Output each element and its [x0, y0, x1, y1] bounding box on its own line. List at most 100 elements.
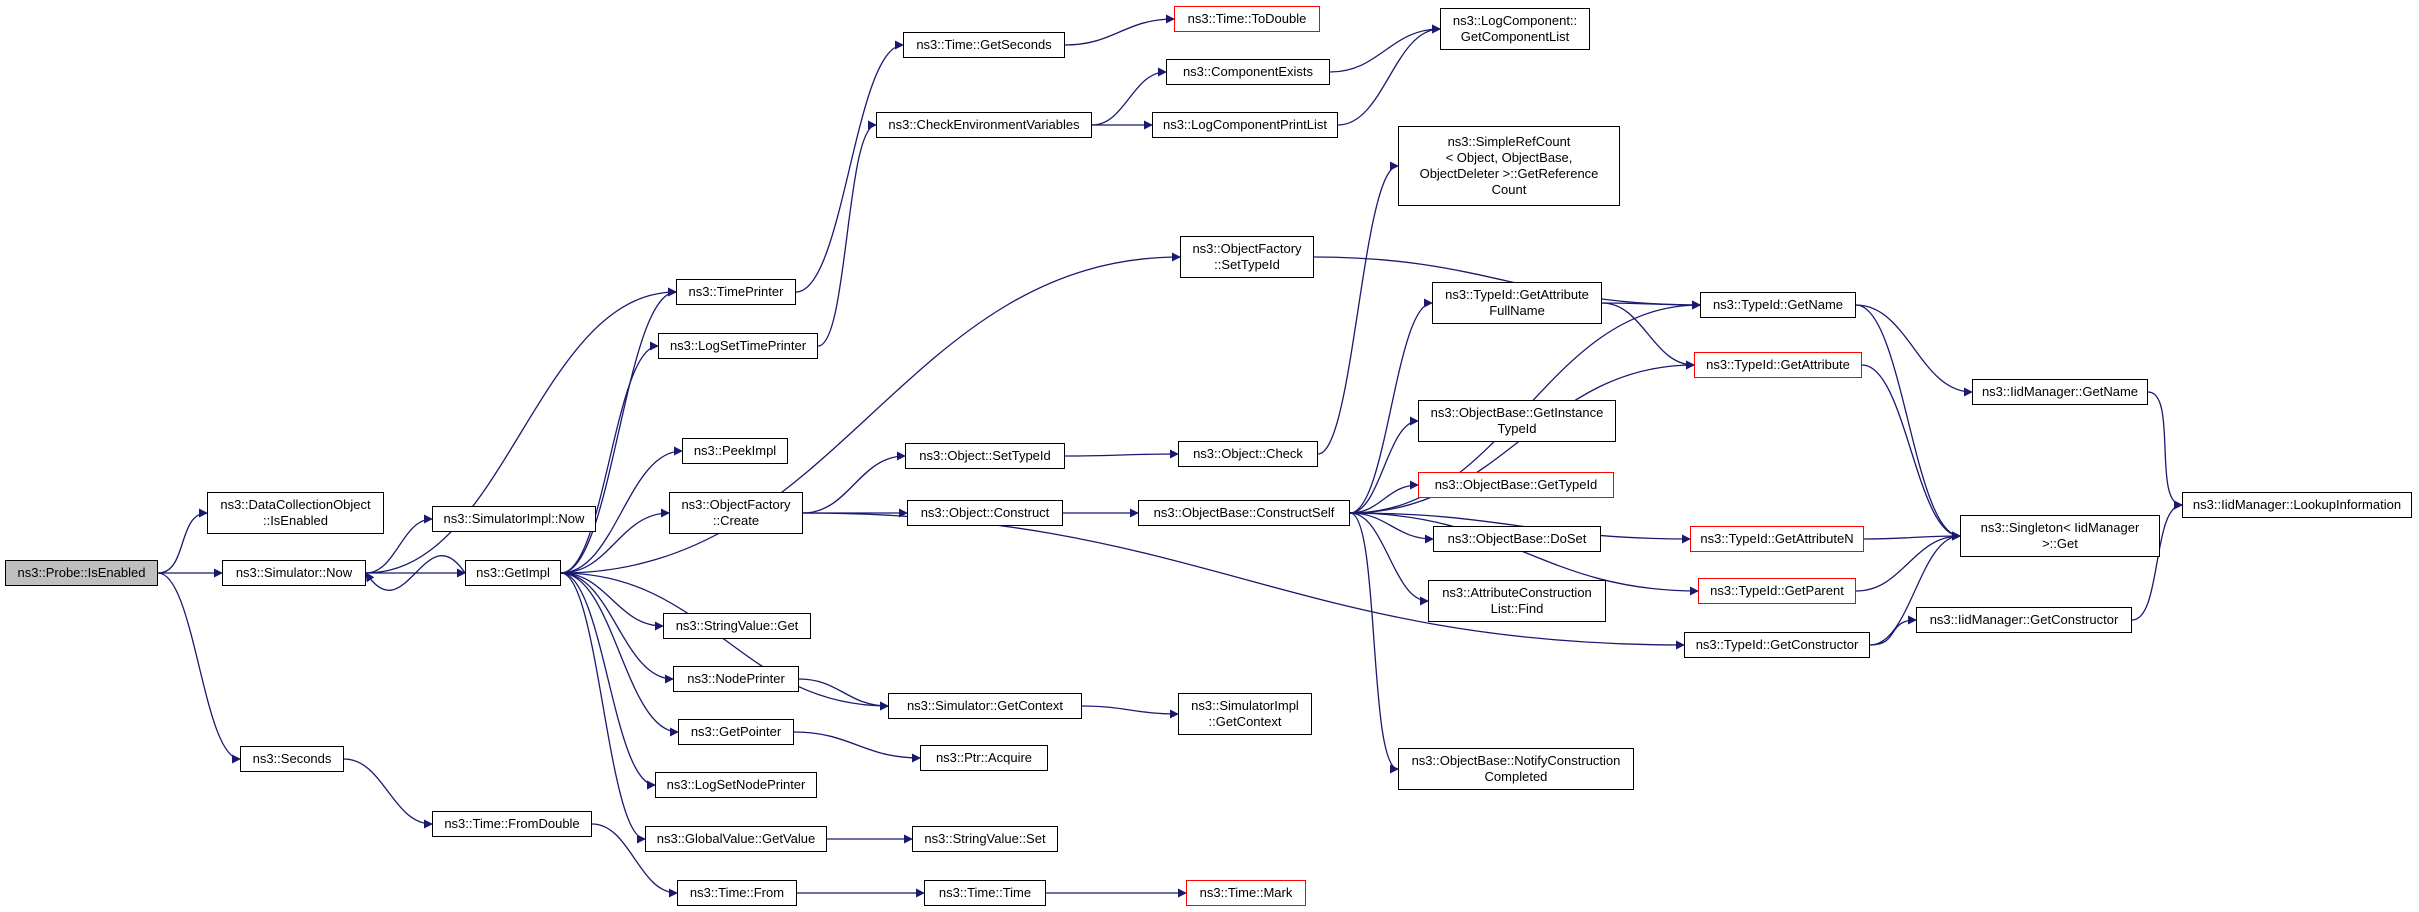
- edge-sim_now-to-timeprinter: [365, 287, 677, 574]
- node-seconds[interactable]: ns3::Seconds: [240, 746, 344, 772]
- edge-sim_getcontext-to-simimpl_getcontext: [1081, 705, 1179, 719]
- edge-ob_constructself-to-ob_notify: [1349, 512, 1399, 774]
- edge-getimpl-to-getpointer: [560, 572, 679, 737]
- edge-componentexists-to-lc_getlist: [1329, 24, 1441, 73]
- edge-of_create-to-obj_settypeid: [802, 451, 906, 514]
- node-getpointer[interactable]: ns3::GetPointer: [678, 719, 794, 745]
- edge-ob_constructself-to-ob_gettypeid: [1349, 480, 1419, 514]
- node-objectbase-constructself[interactable]: ns3::ObjectBase::ConstructSelf: [1138, 500, 1350, 526]
- node-logsettimeprinter[interactable]: ns3::LogSetTimePrinter: [658, 333, 818, 359]
- edge-getimpl-to-nodeprinter: [560, 572, 674, 684]
- node-iidmanager-getconstructor[interactable]: ns3::IidManager::GetConstructor: [1916, 607, 2132, 633]
- node-time-todouble[interactable]: ns3::Time::ToDouble: [1174, 6, 1320, 32]
- edge-iidm_getconstructor-to-iidm_lookup: [2131, 500, 2183, 621]
- node-typeid-getattribute[interactable]: ns3::TypeId::GetAttribute: [1694, 352, 1862, 378]
- node-simplerefcount-getreferencecount[interactable]: ns3::SimpleRefCount < Object, ObjectBase…: [1398, 126, 1620, 206]
- node-attributeconstructionlist-find[interactable]: ns3::AttributeConstruction List::Find: [1428, 580, 1606, 622]
- node-objectbase-notifyconstructioncompleted[interactable]: ns3::ObjectBase::NotifyConstruction Comp…: [1398, 748, 1634, 790]
- edge-checkenv-to-componentexists: [1091, 67, 1167, 126]
- edge-tid_getname-to-singleton_get: [1855, 304, 1961, 541]
- edge-sim_now-to-simimpl_now: [365, 514, 433, 574]
- edge-getimpl-to-gv_getvalue: [560, 572, 646, 844]
- node-objectfactory-create[interactable]: ns3::ObjectFactory ::Create: [669, 492, 803, 534]
- edge-getpointer-to-ptr_acquire: [793, 731, 921, 763]
- node-peekimpl[interactable]: ns3::PeekImpl: [682, 438, 788, 464]
- node-probe-isenabled[interactable]: ns3::Probe::IsEnabled: [5, 560, 158, 586]
- edge-iidm_getname-to-iidm_lookup: [2147, 391, 2183, 510]
- node-ptr-acquire[interactable]: ns3::Ptr::Acquire: [920, 745, 1048, 771]
- edge-ob_constructself-to-acl_find: [1349, 512, 1429, 606]
- node-checkenvironmentvariables[interactable]: ns3::CheckEnvironmentVariables: [876, 112, 1092, 138]
- node-typeid-getattributen[interactable]: ns3::TypeId::GetAttributeN: [1690, 526, 1864, 552]
- node-getimpl[interactable]: ns3::GetImpl: [465, 560, 561, 586]
- node-object-check[interactable]: ns3::Object::Check: [1178, 441, 1318, 467]
- edge-getimpl-to-of_create: [560, 508, 670, 574]
- node-time-from[interactable]: ns3::Time::From: [677, 880, 797, 906]
- edge-getimpl-to-lognodeprinter: [560, 572, 656, 790]
- node-simulatorimpl-now[interactable]: ns3::SimulatorImpl::Now: [432, 506, 596, 532]
- node-stringvalue-get[interactable]: ns3::StringValue::Get: [663, 613, 811, 639]
- edge-ob_constructself-to-ob_doset: [1349, 512, 1434, 544]
- edge-getimpl-to-stringvalue_get: [560, 572, 664, 631]
- edge-obj_check-to-srcount: [1317, 161, 1399, 455]
- node-datacollectionobject-isenabled[interactable]: ns3::DataCollectionObject ::IsEnabled: [207, 492, 384, 534]
- edge-getimpl-to-of_settypeid: [560, 252, 1181, 574]
- node-stringvalue-set[interactable]: ns3::StringValue::Set: [912, 826, 1058, 852]
- node-time-time[interactable]: ns3::Time::Time: [924, 880, 1046, 906]
- node-typeid-getname[interactable]: ns3::TypeId::GetName: [1700, 292, 1856, 318]
- edge-tid_getattribute-to-singleton_get: [1861, 364, 1961, 541]
- node-simulator-now[interactable]: ns3::Simulator::Now: [222, 560, 366, 586]
- edge-of_settypeid-to-tid_getname: [1313, 256, 1701, 310]
- node-objectbase-doset[interactable]: ns3::ObjectBase::DoSet: [1433, 526, 1601, 552]
- node-simulatorimpl-getcontext[interactable]: ns3::SimulatorImpl ::GetContext: [1178, 693, 1312, 735]
- node-globalvalue-getvalue[interactable]: ns3::GlobalValue::GetValue: [645, 826, 827, 852]
- edge-getimpl-to-timeprinter: [560, 287, 677, 574]
- edge-probe_isenabled-to-dco_isenabled: [157, 508, 208, 574]
- edge-tid_getconstructor-to-iidm_getconstructor: [1869, 615, 1917, 646]
- node-objectbase-gettypeid[interactable]: ns3::ObjectBase::GetTypeId: [1418, 472, 1614, 498]
- edge-tid_getattributen-to-singleton_get: [1863, 531, 1961, 541]
- node-iidmanager-getname[interactable]: ns3::IidManager::GetName: [1972, 379, 2148, 405]
- node-timeprinter[interactable]: ns3::TimePrinter: [676, 279, 796, 305]
- edge-seconds-to-time_fromdouble: [343, 758, 433, 829]
- node-singleton-iidmanager-get[interactable]: ns3::Singleton< IidManager >::Get: [1960, 515, 2160, 557]
- edge-probe_isenabled-to-seconds: [157, 572, 241, 764]
- edge-ob_constructself-to-ob_getinstancetypeid: [1349, 416, 1419, 514]
- node-object-settypeid[interactable]: ns3::Object::SetTypeId: [905, 443, 1065, 469]
- edge-timeprinter-to-time_getseconds: [795, 40, 904, 293]
- node-time-mark[interactable]: ns3::Time::Mark: [1186, 880, 1306, 906]
- edge-ob_constructself-to-tid_getparent: [1349, 512, 1699, 596]
- node-typeid-getattributefullname[interactable]: ns3::TypeId::GetAttribute FullName: [1432, 282, 1602, 324]
- edge-tid_getattrfullname-to-tid_getattribute: [1601, 302, 1695, 370]
- edge-getimpl-to-logsettimeprinter: [560, 341, 659, 574]
- node-nodeprinter[interactable]: ns3::NodePrinter: [673, 666, 799, 692]
- edge-logsettimeprinter-to-checkenv: [817, 120, 877, 347]
- edge-tid_getparent-to-singleton_get: [1855, 531, 1961, 592]
- node-objectfactory-settypeid[interactable]: ns3::ObjectFactory ::SetTypeId: [1180, 236, 1314, 278]
- node-object-construct[interactable]: ns3::Object::Construct: [907, 500, 1063, 526]
- node-typeid-getconstructor[interactable]: ns3::TypeId::GetConstructor: [1684, 632, 1870, 658]
- edge-ob_constructself-to-tid_getattrfullname: [1349, 298, 1433, 514]
- edge-time_getseconds-to-time_todouble: [1064, 14, 1175, 46]
- edge-getimpl-to-sim_getcontext: [560, 572, 889, 711]
- node-simulator-getcontext[interactable]: ns3::Simulator::GetContext: [888, 693, 1082, 719]
- node-iidmanager-lookupinformation[interactable]: ns3::IidManager::LookupInformation: [2182, 492, 2412, 518]
- edge-tid_getconstructor-to-singleton_get: [1869, 531, 1961, 646]
- edge-nodeprinter-to-sim_getcontext: [798, 678, 889, 711]
- node-time-fromdouble[interactable]: ns3::Time::FromDouble: [432, 811, 592, 837]
- edge-getimpl-to-peekimpl: [560, 446, 683, 574]
- edge-getimpl-to-sim_now: [365, 555, 466, 591]
- edge-tid_getattrfullname-to-tid_getname: [1601, 300, 1701, 310]
- node-logcomponentprintlist[interactable]: ns3::LogComponentPrintList: [1152, 112, 1338, 138]
- edge-tid_getname-to-iidm_getname: [1855, 304, 1973, 397]
- node-time-getseconds[interactable]: ns3::Time::GetSeconds: [903, 32, 1065, 58]
- edge-logcomplist-to-lc_getlist: [1337, 24, 1441, 126]
- edge-time_fromdouble-to-time_from: [591, 823, 678, 898]
- node-objectbase-getinstancetypeid[interactable]: ns3::ObjectBase::GetInstance TypeId: [1418, 400, 1616, 442]
- node-typeid-getparent[interactable]: ns3::TypeId::GetParent: [1698, 578, 1856, 604]
- node-componentexists[interactable]: ns3::ComponentExists: [1166, 59, 1330, 85]
- node-logsetnodeprinter[interactable]: ns3::LogSetNodePrinter: [655, 772, 817, 798]
- node-logcomponent-getcomponentlist[interactable]: ns3::LogComponent:: GetComponentList: [1440, 8, 1590, 50]
- edge-obj_settypeid-to-obj_check: [1064, 449, 1179, 459]
